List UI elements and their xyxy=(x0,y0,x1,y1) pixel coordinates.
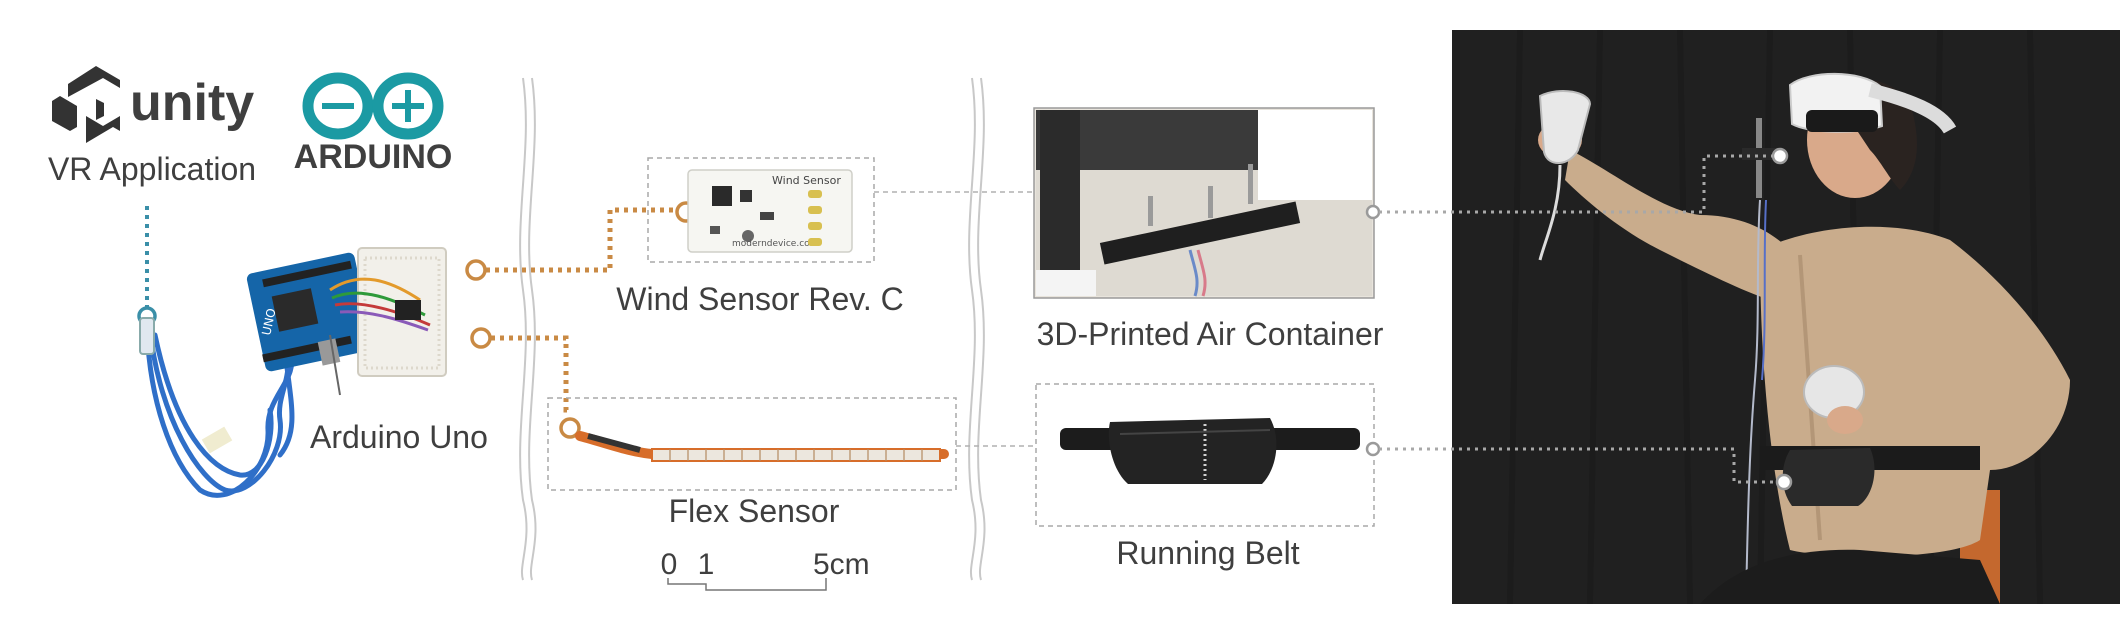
belt-to-photo-line xyxy=(1379,447,1777,484)
vr-application-label: VR Application xyxy=(48,151,256,187)
flex-sensor-connector-end xyxy=(559,417,581,439)
minus-icon xyxy=(322,103,354,109)
wind-sensor-label: Wind Sensor Rev. C xyxy=(616,281,904,317)
air-container-label: 3D-Printed Air Container xyxy=(1037,316,1384,352)
wind-board-url: moderndevice.com xyxy=(732,239,818,249)
photo-belt-connector xyxy=(1775,473,1793,491)
arduino-infinity-icon xyxy=(302,72,444,140)
arduino-label-leader xyxy=(329,334,341,396)
arduino-uno-label: Arduino Uno xyxy=(310,419,488,455)
arduino-logo: ARDUINO xyxy=(294,72,453,176)
section-separator-2 xyxy=(968,77,986,581)
wind-sensor-photo: Wind Sensor moderndevice.com xyxy=(687,169,853,253)
scale-tick-1: 1 xyxy=(698,548,715,581)
unity-cube-icon xyxy=(52,66,120,143)
flex-sensor-connector-start xyxy=(470,327,492,349)
wind-sensor-connector-start xyxy=(465,259,487,281)
arduino-wordmark: ARDUINO xyxy=(294,138,453,176)
scale-tick-5cm: 5cm xyxy=(813,548,870,581)
wind-board-title: Wind Sensor xyxy=(772,174,841,187)
running-belt-label: Running Belt xyxy=(1116,535,1299,571)
running-belt-connector xyxy=(1365,441,1381,457)
running-belt-photo xyxy=(1060,418,1360,484)
usb-plug-photo xyxy=(139,317,155,355)
unity-logo: unity xyxy=(52,66,254,143)
flex-sensor-photo xyxy=(575,431,949,462)
cable-tape-photo xyxy=(201,426,233,454)
container-to-photo-line xyxy=(1379,154,1773,214)
flex-sensor-label: Flex Sensor xyxy=(669,493,840,529)
photo-mouth-connector xyxy=(1771,147,1789,165)
plus-icon xyxy=(392,90,424,122)
wind-sensor-box xyxy=(647,157,875,263)
usb-cable-photo xyxy=(144,327,295,498)
uno-board-text: UNO xyxy=(259,307,278,337)
air-container-photo xyxy=(1033,107,1375,299)
breadboard-photo xyxy=(329,247,447,377)
scale-tick-0: 0 xyxy=(661,548,678,581)
flex-sensor-link-line xyxy=(491,335,570,413)
unity-wordmark: unity xyxy=(130,74,254,132)
user-vr-photo xyxy=(1452,29,2120,605)
air-container-connector xyxy=(1365,204,1381,220)
wind-sensor-link-line xyxy=(486,207,676,273)
flex-sensor-box xyxy=(547,397,957,491)
scale-bar: 0 1 5cm xyxy=(661,548,870,591)
section-separator-1 xyxy=(519,77,537,581)
